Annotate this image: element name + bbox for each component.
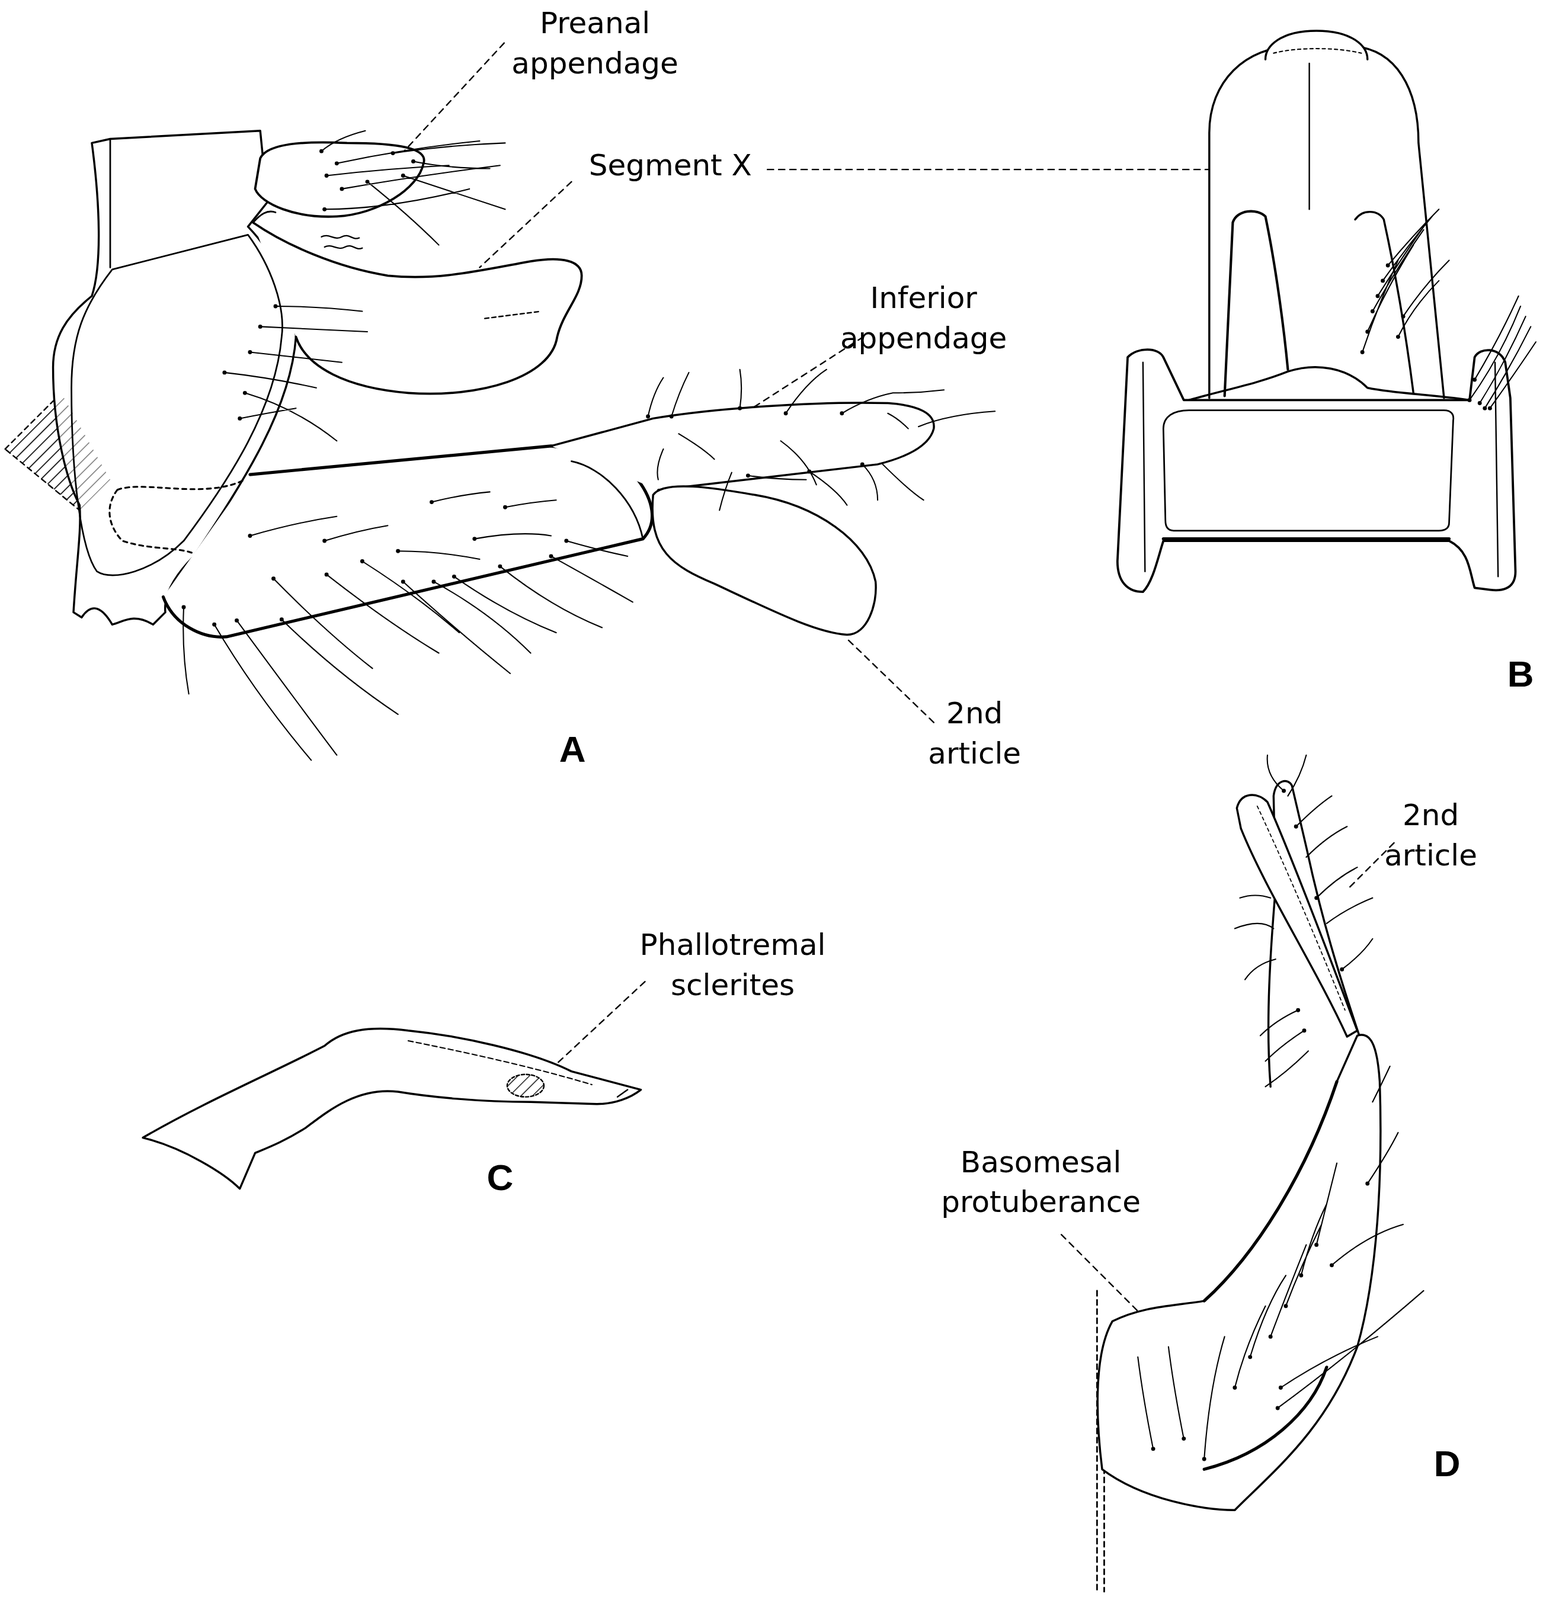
- second-article: [652, 486, 876, 636]
- part-label: Phallotremal sclerites: [639, 925, 827, 1006]
- segment-x-dorsal: [1209, 46, 1445, 399]
- surface-wrinkles: [321, 235, 363, 249]
- part-label: 2nd article: [1384, 795, 1478, 876]
- part-label: Preanal appendage: [511, 3, 678, 84]
- setae: [183, 130, 995, 761]
- setae-bases: [181, 149, 865, 627]
- phallotremal-sclerite: [507, 1074, 544, 1098]
- setae: [1137, 755, 1424, 1460]
- segment-x: [253, 222, 582, 395]
- part-label: Basomesal protuberance: [940, 1143, 1141, 1224]
- inferior-appendage-dorsal-branch: [551, 402, 934, 491]
- inferior-appendage-ventral: [1097, 1035, 1381, 1511]
- inferior-appendage-first-article: [163, 446, 653, 637]
- panel-letter: B: [1507, 652, 1535, 697]
- panel-letter: A: [559, 727, 587, 772]
- part-label: 2nd article: [927, 693, 1021, 774]
- part-label: Segment X: [588, 145, 752, 187]
- part-label: Inferior appendage: [840, 278, 1007, 359]
- panel-letter: D: [1433, 1442, 1461, 1487]
- segment-ix-dorsal: [1117, 349, 1516, 592]
- setae: [1362, 209, 1536, 409]
- panel-letter: C: [486, 1156, 514, 1200]
- phallus: [142, 1028, 641, 1189]
